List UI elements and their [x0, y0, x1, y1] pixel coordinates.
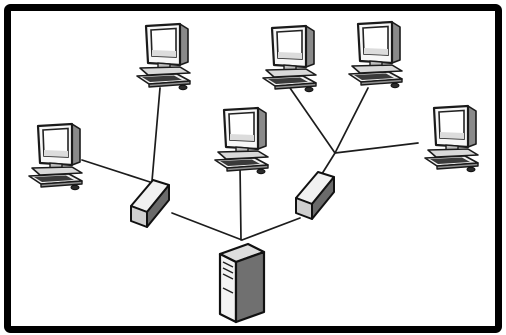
computer-left-icon [29, 124, 82, 190]
computer-top-right-icon [349, 22, 402, 88]
link-pc-center-to-server [240, 165, 241, 240]
computer-top-left-icon [137, 24, 190, 90]
computer-center-icon [215, 108, 268, 174]
link-pc-top-left-to-switch-left [152, 88, 160, 181]
link-pc-top-right-to-switch-right [335, 88, 368, 153]
link-pc-right-to-switch-right [335, 143, 418, 153]
computer-right-icon [425, 106, 478, 172]
link-pc-left-to-switch-left [82, 160, 150, 182]
computer-top-middle-icon [263, 26, 316, 92]
server-tower-icon [220, 244, 264, 322]
link-switch-left-to-server [172, 213, 242, 240]
switch-left-icon [131, 180, 169, 227]
link-pc-top-middle-to-switch-right [290, 88, 335, 153]
link-switch-right-to-server [242, 218, 300, 240]
switch-right-icon [296, 172, 334, 219]
